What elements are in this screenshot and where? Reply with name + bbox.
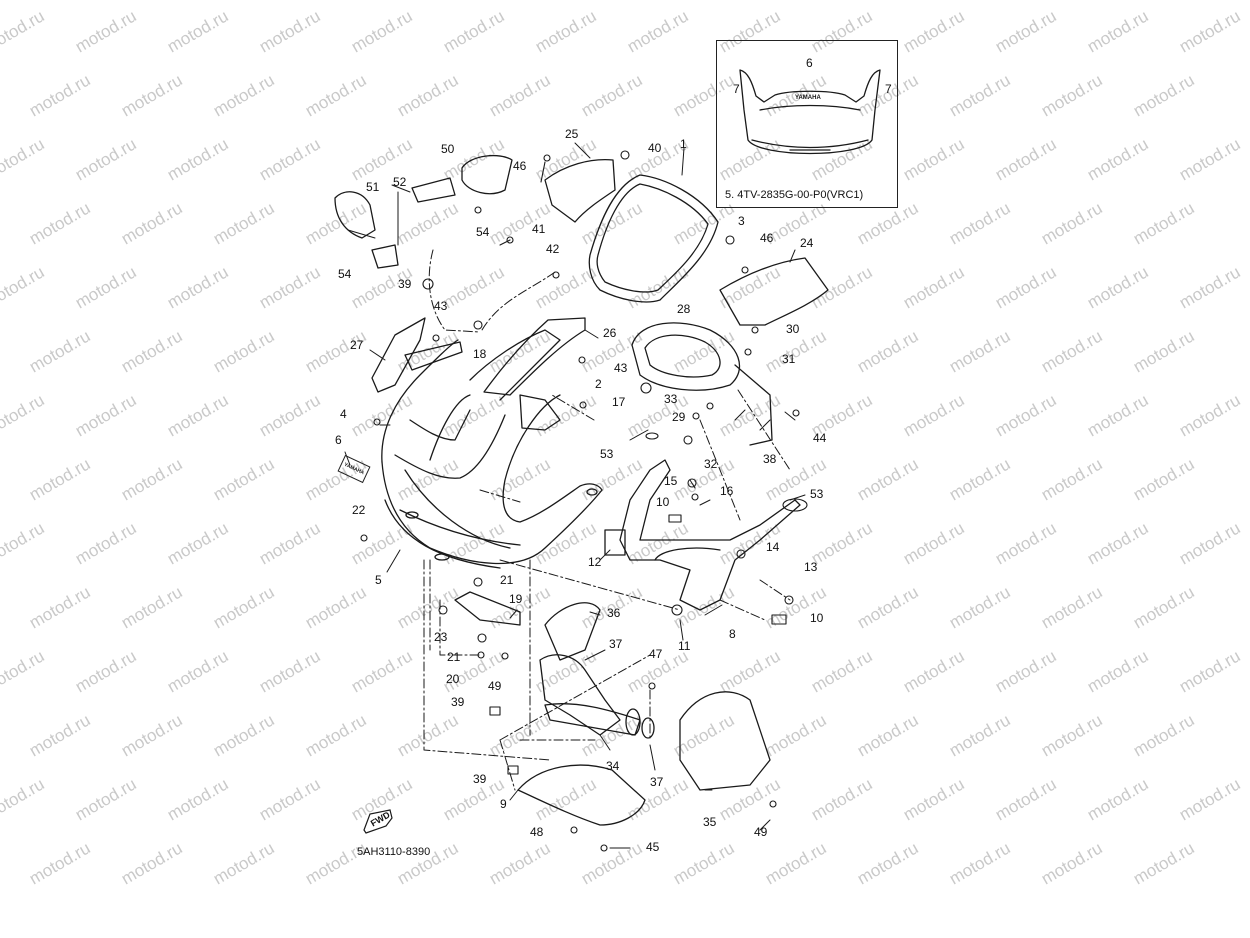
part-label-27: 27: [350, 338, 364, 352]
part-label-53a: 53: [600, 447, 614, 461]
part-label-39b: 39: [451, 695, 465, 709]
part-label-41: 41: [532, 222, 546, 236]
part-label-49b: 49: [754, 825, 768, 839]
part-label-48: 48: [530, 825, 544, 839]
drawing-code: 5AH3110-8390: [357, 846, 431, 858]
part-label-18: 18: [473, 347, 487, 361]
inset-label-6: 6: [806, 56, 813, 70]
part-label-26: 26: [603, 326, 617, 340]
part-label-43a: 43: [434, 299, 448, 313]
part-label-6: 6: [335, 433, 342, 447]
inset-label-7-right: 7: [885, 82, 892, 96]
part-label-45: 45: [646, 840, 660, 854]
part-label-2: 2: [595, 377, 602, 391]
part-label-3: 3: [738, 214, 745, 228]
inset-label-7-left: 7: [733, 82, 740, 96]
part-label-22: 22: [352, 503, 366, 517]
part-label-17: 17: [612, 395, 626, 409]
part-label-47: 47: [649, 647, 663, 661]
part-label-36: 36: [607, 606, 621, 620]
part-label-39a: 39: [398, 277, 412, 291]
part-label-11: 11: [678, 639, 691, 653]
air-ducts: [539, 602, 771, 791]
fasteners: [360, 150, 808, 852]
part-label-46a: 46: [513, 159, 527, 173]
part-label-43b: 43: [614, 361, 628, 375]
fairing-stay: [604, 459, 801, 611]
part-label-13: 13: [804, 560, 818, 574]
part-label-31: 31: [782, 352, 796, 366]
inset-windscreen-box: YAMAHA 5. 4TV-2835G-00-P0(VRC1) 6 7 7: [716, 40, 898, 208]
part-label-54a: 54: [338, 267, 352, 281]
front-cowling: [381, 329, 603, 569]
inset-caption: 5. 4TV-2835G-00-P0(VRC1): [725, 189, 864, 201]
windscreen: [588, 174, 719, 303]
part-label-52: 52: [393, 175, 407, 189]
part-label-53b: 53: [810, 487, 824, 501]
part-label-32: 32: [704, 457, 718, 471]
part-label-38: 38: [763, 452, 777, 466]
part-label-46b: 46: [760, 231, 774, 245]
part-label-30: 30: [786, 322, 800, 336]
part-label-8: 8: [729, 627, 736, 641]
part-label-19: 19: [509, 592, 523, 606]
mirrors: [334, 154, 513, 269]
part-label-37a: 37: [609, 637, 623, 651]
part-label-34: 34: [606, 759, 620, 773]
inner-panels: [371, 317, 586, 396]
fwd-arrow: FWD: [362, 808, 394, 834]
part-label-28: 28: [677, 302, 691, 316]
part-label-35: 35: [703, 815, 717, 829]
part-label-40: 40: [648, 141, 662, 155]
part-label-51: 51: [366, 180, 380, 194]
part-label-15: 15: [664, 474, 678, 488]
part-label-37b: 37: [650, 775, 664, 789]
part-label-50: 50: [441, 142, 455, 156]
part-label-21b: 21: [447, 650, 461, 664]
part-label-21a: 21: [500, 573, 514, 587]
part-label-29: 29: [672, 410, 686, 424]
part-label-5: 5: [375, 573, 382, 587]
side-bracket: [454, 591, 521, 626]
part-label-44: 44: [813, 431, 827, 445]
part-label-20: 20: [446, 672, 460, 686]
upper-panel-left: [544, 159, 616, 223]
part-label-12: 12: [588, 555, 602, 569]
part-label-23: 23: [434, 630, 448, 644]
part-label-10a: 10: [656, 495, 670, 509]
part-label-4: 4: [340, 407, 347, 421]
part-label-24: 24: [800, 236, 814, 250]
part-label-14: 14: [766, 540, 780, 554]
part-label-54b: 54: [476, 225, 490, 239]
part-label-16: 16: [720, 484, 734, 498]
lower-panel: [517, 764, 646, 826]
part-label-39c: 39: [473, 772, 487, 786]
part-label-10b: 10: [810, 611, 824, 625]
upper-panel-right: [719, 257, 829, 326]
part-label-25: 25: [565, 127, 579, 141]
part-label-42: 42: [546, 242, 560, 256]
part-label-49a: 49: [488, 679, 502, 693]
part-label-9: 9: [500, 797, 507, 811]
inset-drawing: [739, 69, 881, 155]
inset-yamaha-logo: YAMAHA: [795, 95, 821, 101]
headlight-assembly: [631, 322, 773, 446]
yamaha-decal-text: YAMAHA: [342, 461, 365, 477]
part-label-1: 1: [680, 137, 687, 151]
part-label-33: 33: [664, 392, 678, 406]
